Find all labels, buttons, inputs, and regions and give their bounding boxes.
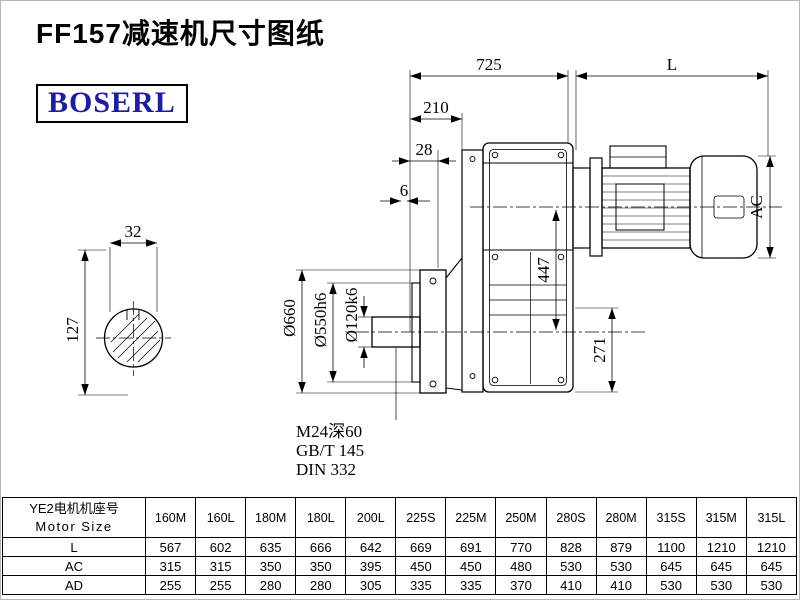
column-header: 180L [295,497,347,538]
dim-28: 28 [416,140,433,159]
column-header: 225S [395,497,447,538]
centerlines [96,206,782,376]
dim-spigot-dia: Ø550h6 [311,293,330,348]
column-header: 315M [695,497,747,538]
page-title: FF157减速机尺寸图纸 [36,18,325,49]
column-header: 200L [345,497,397,538]
output-flange [371,257,463,420]
row-label: AC [2,556,146,576]
table-cell: 450 [395,556,447,576]
motor-adapter [572,167,591,249]
table-cell: 645 [745,556,798,576]
column-header: 160M [144,497,197,538]
gearbox-housing [482,142,574,393]
table-cell: 879 [595,537,647,557]
table-cell: 530 [595,556,647,576]
column-header: 280M [595,497,647,538]
note-din-standard: DIN 332 [296,460,356,479]
column-header: 280S [545,497,597,538]
dim-32: 32 [125,222,142,241]
table-cell: 530 [645,575,697,595]
fan-cowl [689,155,758,259]
dim-shaft-dia: Ø120k6 [342,288,361,343]
note-thread: M24深60 [296,422,362,441]
table-cell: 828 [545,537,597,557]
dim-127: 127 [63,317,82,343]
table-cell: 1210 [695,537,747,557]
table-cell: 450 [445,556,497,576]
table-cell: 280 [295,575,347,595]
motor-nameplate [615,183,665,231]
dim-motor-ac: AC [747,195,766,219]
dim-271: 271 [590,337,609,363]
housing-front-plate [461,149,484,393]
shaft-notes: M24深60 GB/T 145 DIN 332 [296,422,364,479]
row-label: AD [2,575,146,595]
motor-size-header-cn: YE2电机机座号 [29,500,119,516]
table-cell: 480 [495,556,547,576]
table-cell: 602 [195,537,247,557]
dimensions [78,70,776,396]
table-cell: 370 [495,575,547,595]
table-cell: 305 [345,575,397,595]
dim-total-length: 725 [476,55,502,74]
motor [572,145,758,259]
column-header: 250M [495,497,547,538]
table-cell: 530 [695,575,747,595]
table-cell: 645 [645,556,697,576]
table-cell: 1100 [645,537,697,557]
column-header: 180M [245,497,297,538]
table-cell: 410 [545,575,597,595]
table-cell: 255 [195,575,247,595]
dim-flange-dia: Ø660 [280,299,299,337]
brand-logo-text: BOSERL [48,86,176,119]
column-header: 225M [445,497,497,538]
table-cell: 567 [144,537,197,557]
table-cell: 315 [195,556,247,576]
note-gb-standard: GB/T 145 [296,441,364,460]
table-cell: 315 [144,556,197,576]
table-cell: 410 [595,575,647,595]
table-cell: 335 [445,575,497,595]
table-cell: 350 [245,556,297,576]
table-cell: 395 [345,556,397,576]
table-cell: 666 [295,537,347,557]
dim-motor-length: L [667,55,677,74]
column-header: 160L [195,497,247,538]
table-cell: 691 [445,537,497,557]
table-cell: 280 [245,575,297,595]
output-shaft [371,316,421,348]
dim-210: 210 [423,98,449,117]
table-cell: 1210 [745,537,798,557]
section-hatch [110,313,161,363]
motor-size-header-cell: YE2电机机座号 Motor Size [2,497,146,538]
brand-logo-box: BOSERL [36,84,188,123]
table-cell: 530 [545,556,597,576]
column-header: 315L [745,497,798,538]
column-header: 315S [645,497,697,538]
dim-6: 6 [400,181,409,200]
table-cell: 645 [695,556,747,576]
table-cell: 770 [495,537,547,557]
dim-447: 447 [534,257,553,283]
table-cell: 669 [395,537,447,557]
table-cell: 635 [245,537,297,557]
dimension-labels: 725 L 210 28 6 AC 447 271 Ø660 Ø550h6 Ø1… [63,55,766,363]
motor-size-header-en: Motor Size [35,518,113,534]
shaft-end-view [103,308,164,368]
row-label: L [2,537,146,557]
table-cell: 335 [395,575,447,595]
table-cell: 350 [295,556,347,576]
table-cell: 255 [144,575,197,595]
table-cell: 530 [745,575,798,595]
gearbox-dimension-drawing: 725 L 210 28 6 AC 447 271 Ø660 Ø550h6 Ø1… [63,55,782,479]
table-cell: 642 [345,537,397,557]
